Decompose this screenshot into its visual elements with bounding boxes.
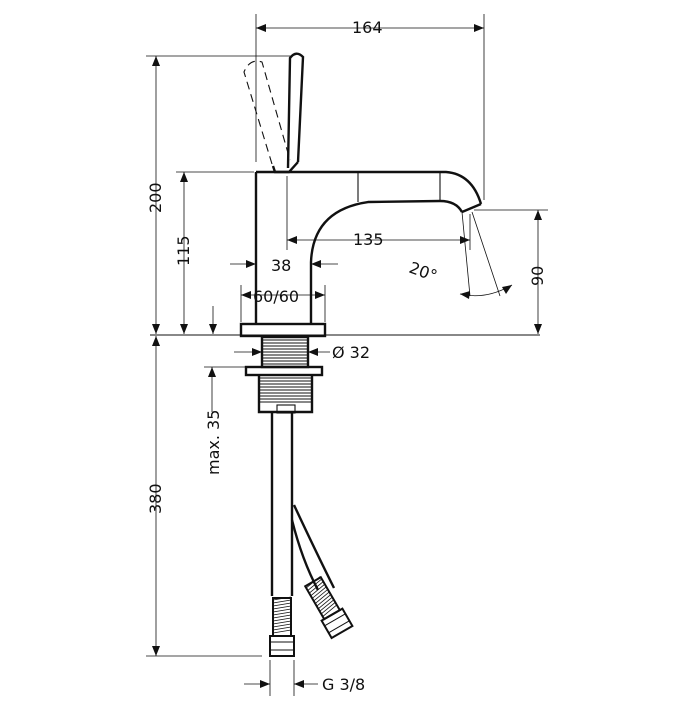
label-body-width: 38 bbox=[271, 256, 291, 275]
fitting-knurl-line bbox=[320, 602, 336, 615]
fitting-knurl-line bbox=[272, 623, 292, 628]
fitting-knurl-line bbox=[322, 604, 338, 617]
fitting-knurl-line bbox=[310, 583, 326, 597]
label-shank-diameter: Ø 32 bbox=[332, 343, 370, 362]
label-hose-length: 380 bbox=[146, 483, 165, 514]
dimension-labels: 164 200 115 135 38 60/60 20° 90 Ø 32 max… bbox=[146, 18, 547, 694]
label-total-height: 200 bbox=[146, 182, 165, 213]
fitting-knurl-line bbox=[305, 576, 321, 589]
supply-hoses bbox=[269, 412, 354, 657]
label-spout-height: 90 bbox=[528, 266, 547, 286]
fitting-knurl-line bbox=[311, 586, 327, 599]
fitting-knurl-line bbox=[308, 581, 324, 594]
fitting-knurl-line bbox=[272, 620, 292, 625]
label-base-size: 60/60 bbox=[253, 287, 299, 306]
fitting-nut bbox=[269, 635, 295, 657]
fitting-knurl-line bbox=[314, 591, 330, 604]
fitting-nut bbox=[320, 607, 354, 640]
fitting-knurl-line bbox=[307, 578, 323, 591]
fitting-knurl-line bbox=[272, 602, 292, 607]
fitting-nut-edge bbox=[324, 613, 346, 627]
fitting-nut-edge bbox=[328, 620, 350, 634]
label-connection-thread: G 3/8 bbox=[322, 675, 365, 694]
dimension-lines bbox=[146, 14, 548, 696]
fitting-knurl-line bbox=[272, 611, 292, 616]
fitting-knurl-line bbox=[272, 626, 292, 631]
hose-fitting bbox=[269, 596, 295, 657]
fitting-knurl-line bbox=[316, 594, 332, 607]
fitting-knurl-line bbox=[272, 608, 292, 613]
label-spout-reach: 135 bbox=[353, 230, 384, 249]
fitting-knurl-line bbox=[317, 596, 333, 610]
label-max-thickness: max. 35 bbox=[204, 410, 223, 475]
lever-handle bbox=[243, 52, 305, 174]
label-body-height: 115 bbox=[174, 235, 193, 266]
fitting-knurl-line bbox=[272, 617, 292, 622]
faucet-body bbox=[254, 170, 483, 324]
label-spout-angle: 20° bbox=[407, 258, 440, 286]
fitting-knurl-line bbox=[313, 589, 329, 602]
label-total-width: 164 bbox=[352, 18, 383, 37]
fitting-knurl-line bbox=[272, 614, 292, 619]
fitting-knurl-line bbox=[272, 599, 292, 604]
fitting-knurl-line bbox=[272, 629, 292, 634]
fitting-knurl-line bbox=[272, 596, 292, 601]
arrowheads bbox=[152, 24, 542, 688]
fitting-knurl-line bbox=[272, 605, 292, 610]
fitting-knurl-line bbox=[319, 599, 335, 612]
base-plate bbox=[150, 322, 540, 338]
threaded-shank bbox=[244, 335, 324, 414]
hose-fitting bbox=[303, 575, 354, 640]
